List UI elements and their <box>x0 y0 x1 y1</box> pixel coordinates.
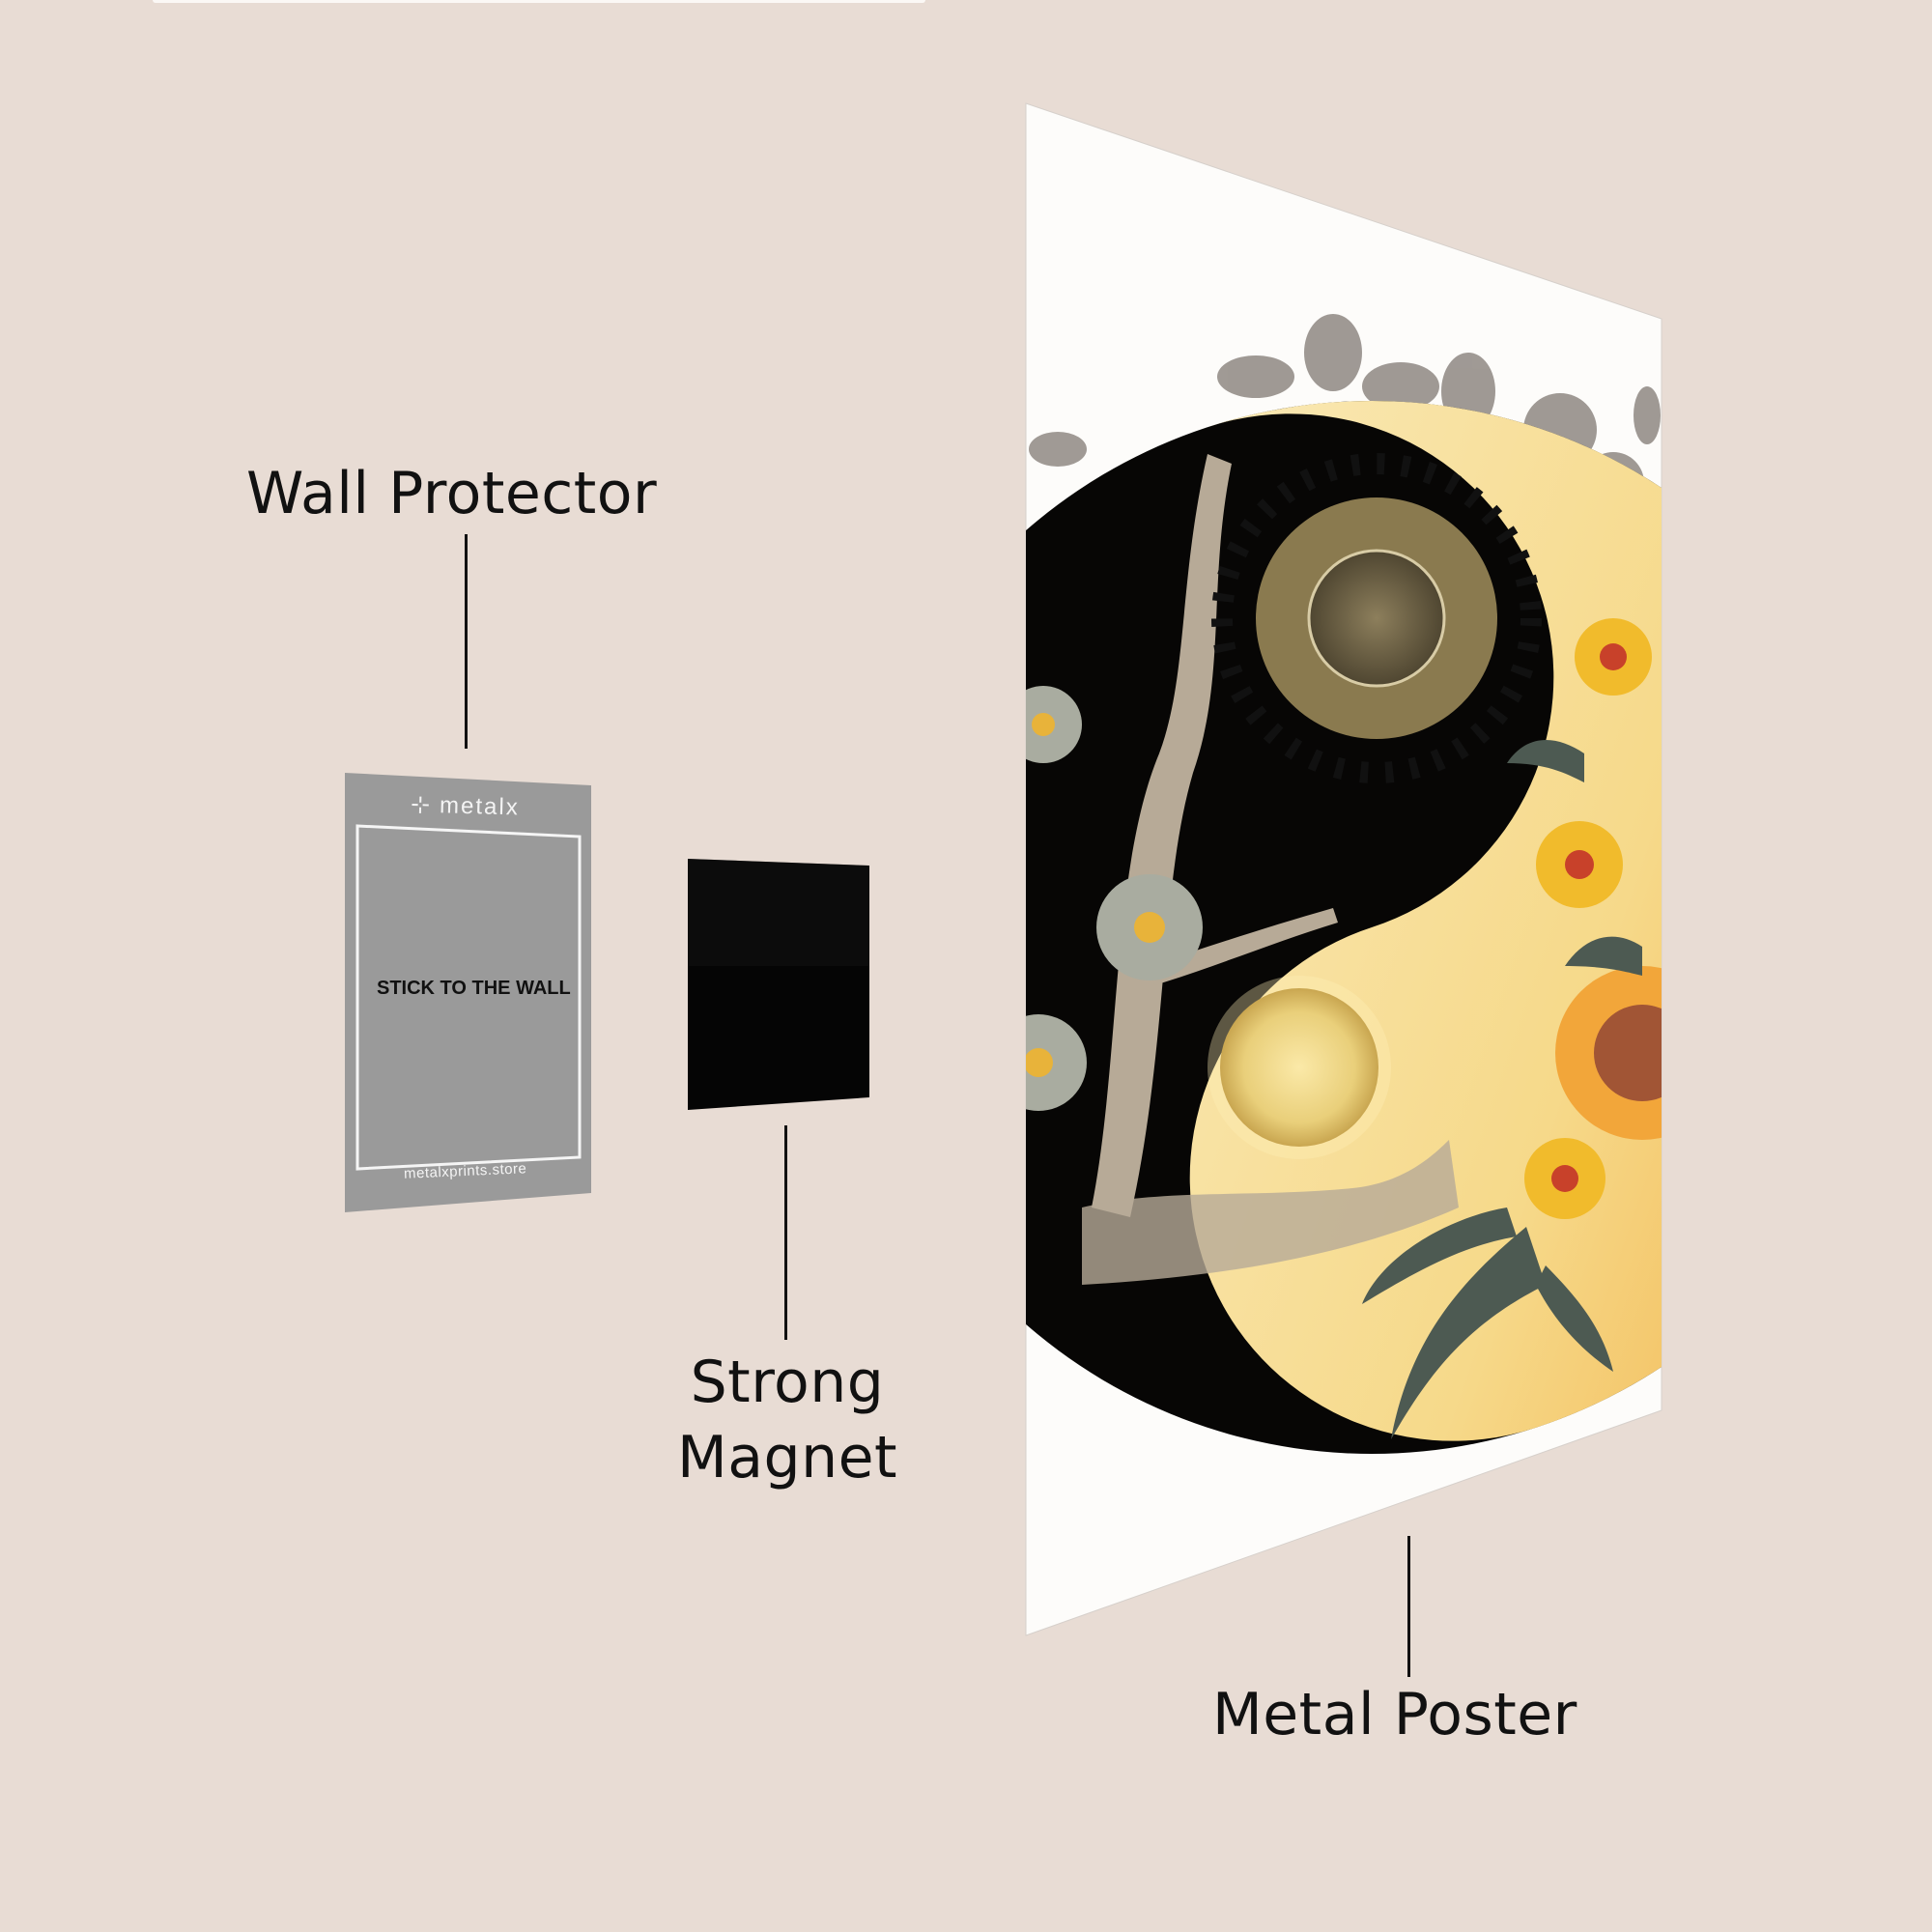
top-edge-strip <box>153 0 925 3</box>
strong-magnet-label-line1: Strong <box>690 1349 885 1416</box>
yang-half <box>1189 401 1662 1441</box>
wall-protector-label: Wall Protector <box>246 460 658 527</box>
wall-protector <box>345 773 591 1212</box>
sunflowers <box>1524 618 1662 1219</box>
full-moon <box>1220 988 1378 1147</box>
leaves <box>1362 740 1642 1439</box>
protector-instruction: STICK TO THE WALL <box>377 978 571 999</box>
poster-leader-line <box>1407 1536 1410 1677</box>
protector-brand-text: metalx <box>439 792 521 821</box>
strong-magnet-label: Strong Magnet <box>667 1345 908 1495</box>
metal-poster-label: Metal Poster <box>1212 1681 1577 1748</box>
sun <box>1211 453 1542 783</box>
protector-brand: ⊹metalx <box>411 791 521 822</box>
metalx-logo-icon: ⊹ <box>410 791 433 819</box>
metal-poster <box>1025 102 1662 1636</box>
wall-protector-leader-line <box>465 534 468 749</box>
tree-branches <box>1082 454 1459 1285</box>
magnet-leader-line <box>784 1125 787 1340</box>
strong-magnet <box>688 859 869 1110</box>
daisy-flowers <box>1026 686 1203 1111</box>
strong-magnet-label-line2: Magnet <box>676 1424 898 1492</box>
